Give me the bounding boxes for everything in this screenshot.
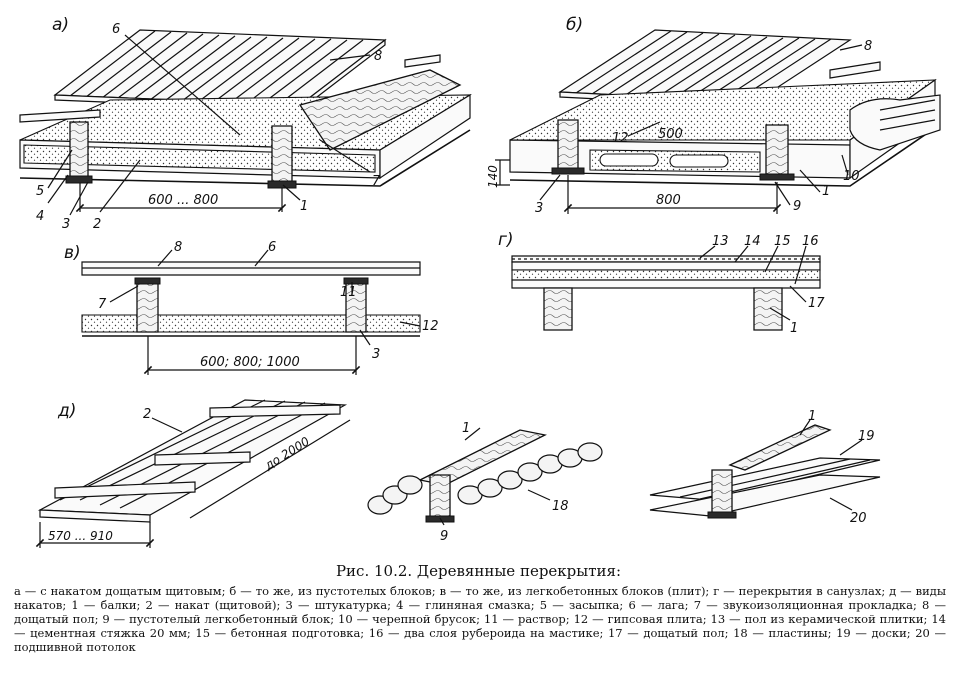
b-span-label: 800	[656, 193, 681, 208]
a-callout-6: 6	[112, 22, 120, 37]
d-callout-20: 20	[850, 511, 867, 526]
b-callout-3: 3	[535, 201, 543, 216]
v-callout-8: 8	[174, 240, 182, 255]
d-callout-18: 18	[552, 499, 569, 514]
g-callout-1: 1	[790, 321, 798, 336]
panel-d: д) 2 570 ... 910 до 2000	[35, 399, 881, 548]
panel-a-label: а)	[52, 15, 69, 35]
v-callout-11: 11	[340, 285, 357, 300]
v-callout-3: 3	[372, 347, 380, 362]
d-callout-1b: 1	[808, 409, 816, 424]
a-callout-1: 1	[300, 199, 308, 214]
a-callout-5: 5	[36, 184, 44, 199]
d-callout-2: 2	[143, 407, 151, 422]
d-shield-planks	[37, 399, 348, 523]
b-dimension-line: 800	[563, 175, 782, 214]
panel-g-label: г)	[498, 230, 514, 250]
d-callout-19: 19	[858, 429, 875, 444]
panel-b-label: б)	[566, 15, 583, 35]
v-dimension-line: 600; 800; 1000	[143, 336, 361, 375]
panel-g-leaders	[699, 245, 807, 321]
g-callout-14: 14	[744, 234, 761, 249]
g-cement-screed	[511, 261, 821, 271]
panel-d-leaders	[151, 417, 183, 433]
b-callout-1: 1	[822, 184, 830, 199]
g-callout-13: 13	[712, 234, 729, 249]
v-beam-left	[136, 281, 159, 333]
panel-a-leaders	[47, 34, 371, 216]
d-width-label: 570 ... 910	[48, 529, 113, 543]
panel-a: а)	[19, 15, 473, 232]
d-width-dimension: 570 ... 910	[35, 522, 155, 548]
b-callout-12: 12	[612, 131, 629, 146]
panel-d-label: д)	[57, 401, 76, 421]
a-callout-3: 3	[62, 217, 70, 232]
a-callout-2: 2	[93, 217, 101, 232]
a-callout-7: 7	[372, 174, 381, 189]
panel-v-leaders	[109, 249, 421, 346]
g-beam-left	[543, 287, 573, 331]
a-span-label: 600 ... 800	[148, 193, 218, 208]
d-log-roll	[367, 427, 603, 526]
v-callout-12: 12	[422, 319, 439, 334]
v-span-label: 600; 800; 1000	[200, 355, 300, 370]
figure-caption-legend: а — с накатом дощатым щитовым; б — то же…	[14, 584, 946, 654]
floor-construction-drawings: а)	[19, 15, 941, 548]
d-callout-9: 9	[440, 529, 448, 544]
figure-caption-title: Рис. 10.2. Деревянные перекрытия:	[335, 562, 622, 580]
b-callout-10: 10	[843, 169, 860, 184]
b-callout-500: 500	[658, 127, 683, 142]
g-beam-right	[753, 287, 783, 331]
d-board-roll	[649, 419, 881, 519]
v-callout-7: 7	[98, 297, 107, 312]
b-callout-8: 8	[864, 39, 872, 54]
panel-b: б)	[486, 15, 941, 216]
a-callout-8: 8	[374, 49, 382, 64]
panel-b-base	[509, 78, 941, 187]
v-callout-6: 6	[268, 240, 276, 255]
b-callout-9: 9	[793, 199, 801, 214]
g-concrete-base	[511, 269, 821, 281]
panel-v-label: в)	[64, 243, 81, 263]
d-callout-1a: 1	[462, 421, 470, 436]
panel-a-base	[19, 54, 473, 189]
b-callout-140: 140	[486, 165, 500, 188]
g-callout-15: 15	[774, 234, 791, 249]
g-plank-floor	[511, 279, 821, 289]
a-dimension-line: 600 ... 800	[75, 183, 287, 213]
g-callout-16: 16	[802, 234, 819, 249]
g-tile-floor	[511, 255, 821, 263]
g-callout-17: 17	[808, 296, 825, 311]
v-gypsum-slab	[81, 314, 421, 333]
panel-g: г) 13 14 15 16 17 1	[498, 230, 825, 336]
a-callout-4: 4	[36, 209, 44, 224]
panel-v: в) 8 6 7 11 12 3 600; 800; 1000	[64, 240, 439, 375]
